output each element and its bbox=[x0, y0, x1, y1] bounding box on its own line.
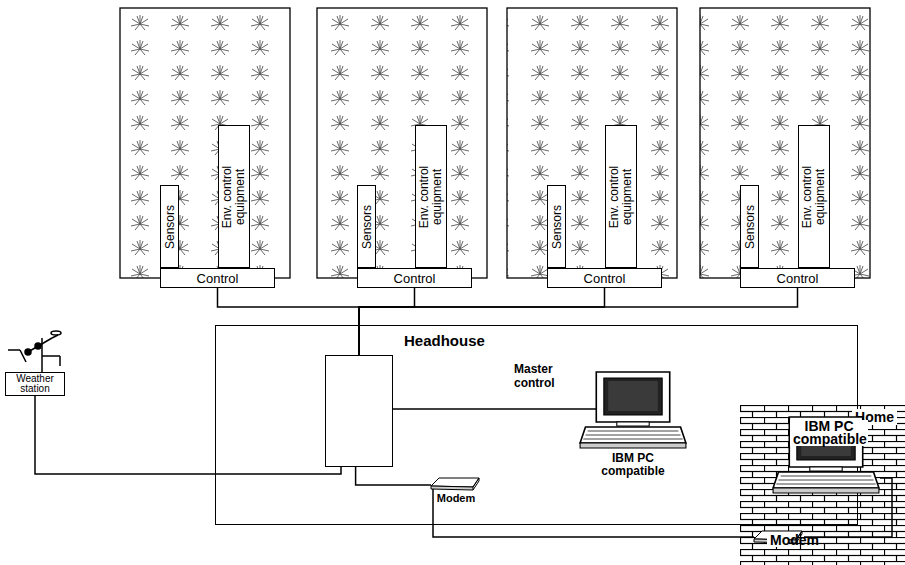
control-box: Control bbox=[160, 268, 275, 288]
sensor-box: Sensors bbox=[357, 185, 376, 268]
equipment-box: Env. control equipment bbox=[605, 125, 637, 268]
node-label: Modem bbox=[435, 492, 478, 505]
cable bbox=[356, 467, 431, 485]
node-label: Weather station bbox=[9, 374, 61, 394]
node-label: Master control bbox=[514, 362, 555, 390]
modem: Modem bbox=[425, 477, 487, 517]
node-label: IBM PC compatible bbox=[597, 452, 669, 478]
cable bbox=[218, 288, 360, 355]
cable bbox=[359, 288, 605, 355]
node-label: Env. control equipment bbox=[221, 151, 247, 243]
cable bbox=[433, 489, 754, 537]
sensor-box: Sensors bbox=[160, 185, 179, 268]
equipment-box: Env. control equipment bbox=[415, 125, 447, 268]
node-label: Control bbox=[584, 271, 626, 286]
modem: Modem bbox=[748, 530, 808, 562]
brick-wall bbox=[740, 405, 905, 565]
weather-station-box: Weather station bbox=[5, 372, 65, 396]
control-box: Control bbox=[740, 268, 855, 288]
node-label: IBM PC compatible bbox=[790, 420, 868, 446]
computer-icon bbox=[579, 371, 687, 451]
headhouse-area: HeadhouseMaster control IBM PC compatibl… bbox=[215, 325, 858, 525]
node-label: Env. control equipment bbox=[801, 151, 827, 243]
node-label: Sensors bbox=[163, 204, 176, 248]
modem-icon bbox=[429, 477, 481, 491]
cable bbox=[393, 408, 596, 410]
node-label: Control bbox=[394, 271, 436, 286]
node-label: Sensors bbox=[550, 204, 563, 248]
node-label: Sensors bbox=[743, 204, 756, 248]
sensor-box: Sensors bbox=[740, 185, 759, 268]
cable bbox=[35, 396, 341, 474]
sensor-box: Sensors bbox=[547, 185, 566, 268]
node-label: Env. control equipment bbox=[418, 151, 444, 243]
home-area: Home IBM PC compatible Modem bbox=[740, 405, 905, 565]
node-label: Headhouse bbox=[404, 332, 485, 349]
computer: IBM PC compatible bbox=[772, 416, 880, 528]
computer: IBM PC compatible bbox=[579, 371, 687, 483]
equipment-box: Env. control equipment bbox=[798, 125, 830, 268]
control-box: Control bbox=[357, 268, 472, 288]
weather-station-icon bbox=[8, 331, 61, 372]
greenhouses bbox=[120, 8, 870, 278]
node-label: Control bbox=[197, 271, 239, 286]
equipment-box: Env. control equipment bbox=[218, 125, 250, 268]
cable bbox=[359, 288, 798, 355]
node-label: Sensors bbox=[360, 204, 373, 248]
node-label: Modem bbox=[767, 534, 789, 547]
master-control-box: Master control bbox=[325, 355, 393, 467]
node-label: Control bbox=[777, 271, 819, 286]
node-label: Env. control equipment bbox=[608, 151, 634, 243]
control-box: Control bbox=[547, 268, 662, 288]
